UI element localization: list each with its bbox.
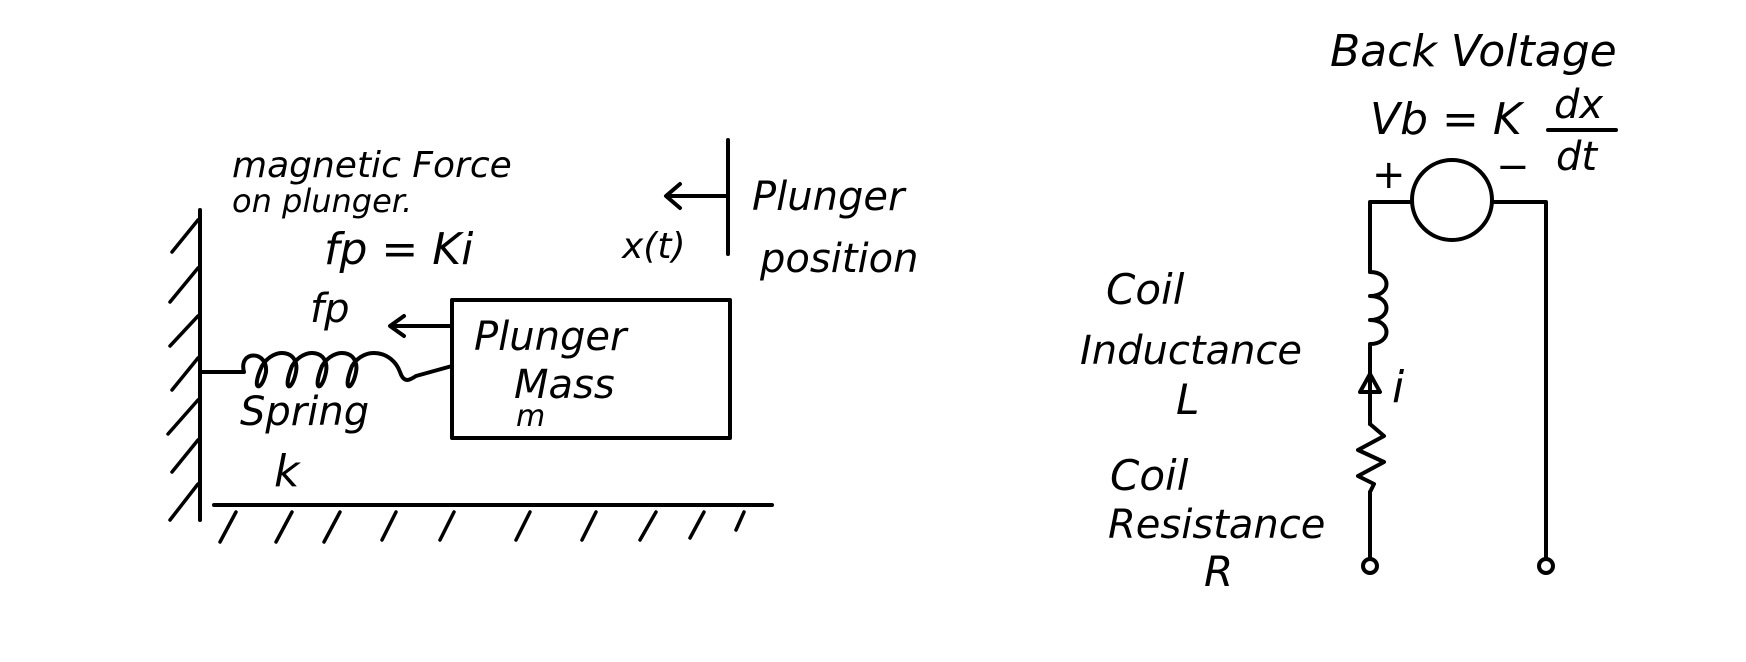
wall-hatching	[166, 218, 200, 522]
spring-label: Spring	[240, 389, 369, 435]
terminal-left	[1361, 557, 1379, 575]
on-plunger-label: on plunger.	[232, 182, 412, 220]
spring	[198, 351, 454, 389]
plus-sign: +	[1372, 152, 1406, 198]
back-voltage-title: Back Voltage	[1330, 26, 1617, 77]
back-voltage-source	[1410, 158, 1494, 242]
back-voltage-numerator: dx	[1554, 82, 1603, 128]
coil-resistance-label-2: Resistance	[1108, 502, 1325, 548]
back-voltage-denominator: dt	[1556, 134, 1598, 180]
circuit: + − Back Voltage Vb = K dx dt Coil Induc…	[1080, 26, 1618, 596]
force-equation: fp = Ki	[324, 224, 474, 275]
floor-hatching	[218, 510, 746, 544]
coil-inductance-label-2: Inductance	[1080, 328, 1302, 374]
position-symbol: x(t)	[621, 226, 686, 267]
resistor	[1356, 422, 1386, 494]
coil-resistance-label-1: Coil	[1110, 451, 1189, 500]
plunger-mass-label-3: m	[516, 399, 545, 434]
back-voltage-lhs: Vb = K	[1370, 94, 1525, 145]
plunger-position-label-1: Plunger	[752, 174, 907, 220]
force-arrow	[388, 314, 452, 338]
inductance-symbol: L	[1176, 375, 1199, 424]
position-arrow	[664, 182, 728, 210]
resistance-symbol: R	[1204, 547, 1233, 596]
terminal-right	[1537, 557, 1555, 575]
force-symbol: fp	[310, 286, 349, 332]
coil-inductance-label-1: Coil	[1106, 265, 1185, 314]
wire-left-top	[1368, 200, 1414, 274]
current-symbol: i	[1392, 362, 1405, 413]
plunger-mass	[450, 298, 732, 440]
plunger-mass-label-1: Plunger	[474, 314, 629, 360]
magnetic-force-label: magnetic Force	[232, 145, 512, 186]
wire-right	[1490, 200, 1548, 560]
minus-sign: −	[1496, 144, 1530, 190]
plunger-mass-label-2: Mass	[514, 362, 615, 408]
plunger-position-label-2: position	[759, 236, 918, 282]
inductor	[1368, 270, 1389, 372]
mechanical-system: magnetic Force on plunger. fp = Ki fp x(…	[166, 138, 918, 544]
spring-constant-label: k	[274, 446, 301, 497]
